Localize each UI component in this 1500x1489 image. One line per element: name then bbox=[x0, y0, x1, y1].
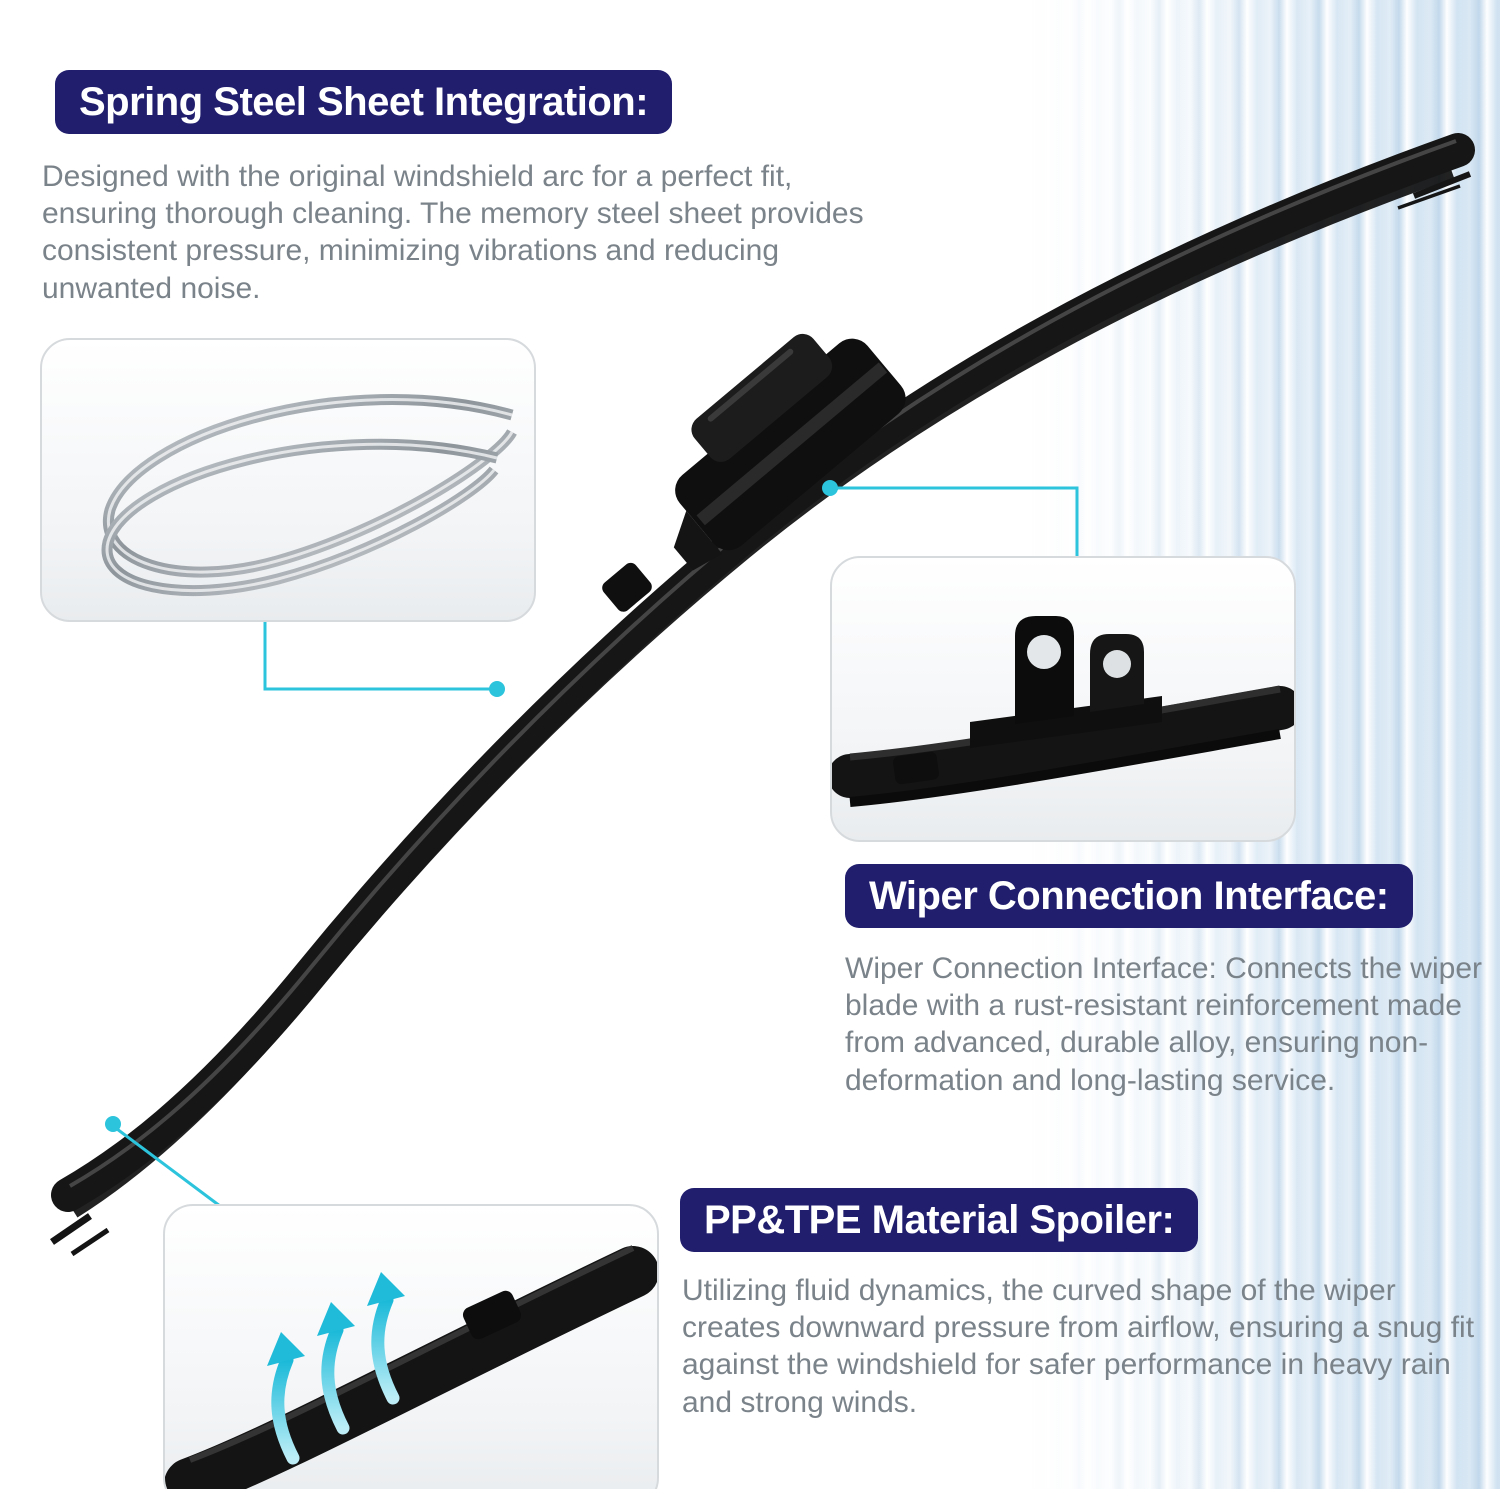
blade-adapter bbox=[673, 333, 906, 571]
spoiler-inset-image bbox=[163, 1204, 659, 1489]
spring-steel-heading: Spring Steel Sheet Integration: bbox=[55, 70, 673, 134]
steel-sheet-inset-image bbox=[40, 338, 536, 622]
spoiler-heading: PP&TPE Material Spoiler: bbox=[680, 1188, 1199, 1252]
connection-interface-description: Wiper Connection Interface: Connects the… bbox=[845, 952, 1482, 1097]
spoiler-description: Utilizing fluid dynamics, the curved sha… bbox=[682, 1274, 1475, 1419]
connection-interface-inset-image bbox=[830, 556, 1296, 842]
connection-interface-heading: Wiper Connection Interface: bbox=[845, 864, 1413, 928]
spring-steel-description: Designed with the original windshield ar… bbox=[42, 160, 864, 305]
spoiler-airflow-icon bbox=[165, 1245, 657, 1489]
connection-bracket-icon bbox=[832, 616, 1294, 807]
spring-steel-strips-icon bbox=[101, 393, 517, 597]
